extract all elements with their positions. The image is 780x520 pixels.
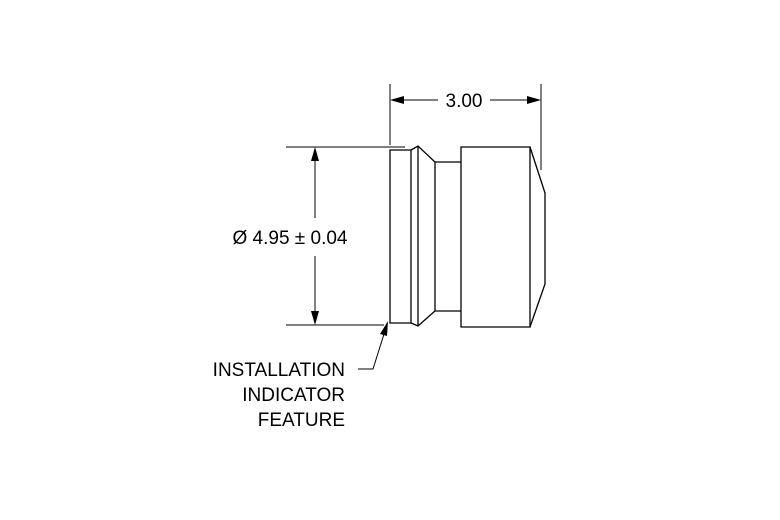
callout-leader bbox=[358, 321, 388, 370]
groove-section bbox=[410, 145, 436, 327]
callout-line-1: INSTALLATION bbox=[213, 360, 345, 381]
length-value: 3.00 bbox=[446, 91, 483, 112]
arrowhead-left bbox=[390, 96, 404, 104]
leader-line bbox=[358, 333, 385, 370]
diameter-value: Ø 4.95 ± 0.04 bbox=[232, 228, 347, 249]
arrowhead-bottom bbox=[311, 311, 319, 325]
main-body bbox=[460, 146, 531, 328]
length-dimension: 3.00 bbox=[389, 84, 542, 170]
callout-text: INSTALLATION INDICATOR FEATURE bbox=[213, 360, 345, 431]
part-outline bbox=[389, 145, 546, 328]
chamfer-nose bbox=[529, 146, 546, 328]
callout-line-2: INDICATOR bbox=[242, 385, 345, 406]
arrowhead-top bbox=[311, 147, 319, 161]
diameter-dimension: Ø 4.95 ± 0.04 bbox=[232, 146, 405, 326]
leader-arrowhead bbox=[380, 321, 388, 336]
arrowhead-right bbox=[527, 96, 541, 104]
callout-line-3: FEATURE bbox=[258, 410, 345, 431]
flange-left bbox=[389, 149, 412, 324]
neck bbox=[435, 161, 461, 312]
